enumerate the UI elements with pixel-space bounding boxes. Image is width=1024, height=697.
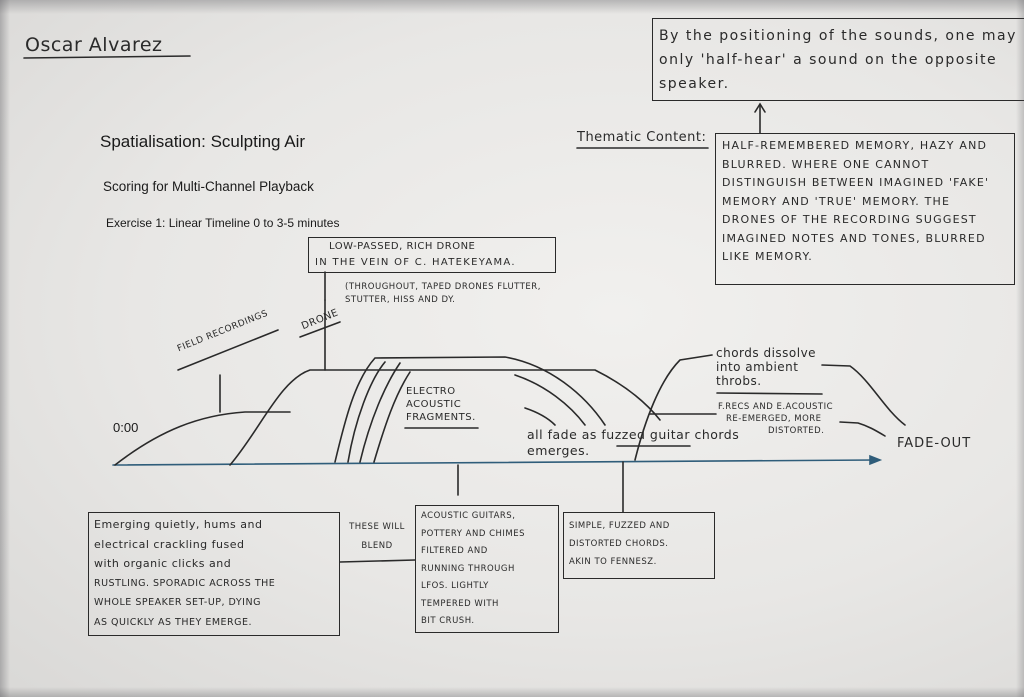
- electro-envelope-3: [359, 362, 401, 463]
- drone-description-line: LOW-PASSED, RICH DRONE: [329, 241, 476, 252]
- field-recordings-underline: [177, 329, 279, 371]
- blend-connector: [339, 559, 416, 563]
- blend-note: THESE WILL BLEND: [342, 518, 412, 556]
- positioning-note: By the positioning of the sounds, one ma…: [659, 28, 1017, 92]
- label-line: DISTORTED.: [768, 426, 825, 436]
- fade-curve-1: [514, 374, 586, 426]
- box-line: AS QUICKLY AS THEY EMERGE.: [94, 616, 253, 628]
- label-line: into ambient: [716, 360, 799, 374]
- box-line: SIMPLE, FUZZED AND: [569, 521, 670, 531]
- page-title: Spatialisation: Sculpting Air: [100, 132, 306, 151]
- fade-note-line2: emerges.: [527, 443, 590, 458]
- drone-envelope: [229, 369, 661, 466]
- electro-acoustic-label: ELECTRO ACOUSTIC FRAGMENTS.: [406, 385, 476, 424]
- electro-envelope-2: [347, 361, 386, 463]
- exercise-label: Exercise 1: Linear Timeline 0 to 3-5 min…: [106, 216, 340, 230]
- field-recordings-envelope: [114, 411, 291, 466]
- thematic-arrowhead: [754, 102, 766, 113]
- acoustic-box: ACOUSTIC GUITARS, POTTERY AND CHIMES FIL…: [415, 505, 559, 633]
- label-line: throbs.: [716, 374, 762, 388]
- label-line: F.RECS AND E.ACOUSTIC: [718, 402, 834, 412]
- author-name: Oscar Alvarez: [25, 34, 163, 56]
- label-line: FRAGMENTS.: [406, 412, 476, 423]
- box-line: AKIN TO FENNESZ.: [569, 557, 657, 567]
- box-line: with organic clicks and: [94, 557, 232, 570]
- box-line: LFOS. LIGHTLY: [421, 581, 489, 591]
- box-line: Emerging quietly, hums and: [94, 518, 263, 531]
- box-line: WHOLE SPEAKER SET-UP, DYING: [94, 597, 261, 608]
- re-emerge-note: F.RECS AND E.ACOUSTIC RE-EMERGED, MORE D…: [718, 401, 833, 437]
- fade-note-text: chords: [689, 427, 740, 442]
- thematic-content: HALF-REMEMBERED MEMORY, HAZY AND BLURRED…: [722, 139, 990, 263]
- thematic-content-box: HALF-REMEMBERED MEMORY, HAZY AND BLURRED…: [715, 133, 1015, 285]
- electro-envelope-1: [334, 356, 606, 463]
- guitar-envelope: [634, 354, 713, 461]
- box-line: RUSTLING. SPORADIC ACROSS THE: [94, 577, 276, 589]
- fade-note-text: all fade as: [527, 427, 602, 442]
- fade-note-highlight: fuzzed guitar: [601, 427, 690, 442]
- positioning-note-box: By the positioning of the sounds, one ma…: [652, 18, 1024, 101]
- recs-to-fadeout: [839, 421, 886, 437]
- label-line: chords dissolve: [716, 346, 817, 360]
- box-line: BLEND: [361, 541, 393, 551]
- box-line: BIT CRUSH.: [421, 616, 475, 626]
- drone-note-line: STUTTER, HISS AND DY.: [345, 295, 456, 305]
- fade-curve-2: [524, 407, 556, 426]
- box-line: DISTORTED CHORDS.: [569, 539, 669, 549]
- box-line: ACOUSTIC GUITARS,: [421, 511, 516, 521]
- box-line: THESE WILL: [349, 522, 405, 532]
- field-recordings-box: Emerging quietly, hums and electrical cr…: [88, 512, 340, 636]
- fade-out-label: FADE-OUT: [897, 436, 972, 451]
- start-time: 0:00: [113, 420, 139, 435]
- timeline-arrowhead: [869, 454, 883, 466]
- drone-description-line: IN THE VEIN OF C. HATEKEYAMA.: [315, 257, 516, 268]
- label-line: RE-EMERGED, MORE: [726, 414, 822, 424]
- page-subtitle: Scoring for Multi-Channel Playback: [103, 179, 314, 194]
- dissolve-note: chords dissolve into ambient throbs.: [716, 346, 816, 388]
- fade-note: all fade as fuzzed guitar chords: [527, 427, 739, 442]
- box-line: RUNNING THROUGH: [421, 563, 515, 574]
- box-line: electrical crackling fused: [94, 537, 245, 551]
- dissolve-envelope: [821, 364, 906, 426]
- label-line: ELECTRO: [406, 386, 456, 397]
- box-line: TEMPERED WITH: [421, 598, 499, 609]
- label-line: ACOUSTIC: [406, 399, 462, 410]
- dissolve-underline: [716, 392, 823, 395]
- drone-description-box: LOW-PASSED, RICH DRONE IN THE VEIN OF C.…: [308, 237, 556, 273]
- box-line: FILTERED AND: [421, 546, 488, 556]
- timeline-axis: [112, 459, 876, 466]
- drone-note-line: (THROUGHOUT, TAPED DRONES FLUTTER,: [345, 282, 541, 292]
- electro-envelope-4: [373, 371, 411, 463]
- author-underline: [23, 55, 191, 59]
- box-line: POTTERY AND CHIMES: [421, 528, 526, 539]
- drone-underline: [299, 321, 341, 338]
- fuzz-chords-box: SIMPLE, FUZZED AND DISTORTED CHORDS. AKI…: [563, 512, 715, 579]
- thematic-label: Thematic Content:: [577, 130, 707, 145]
